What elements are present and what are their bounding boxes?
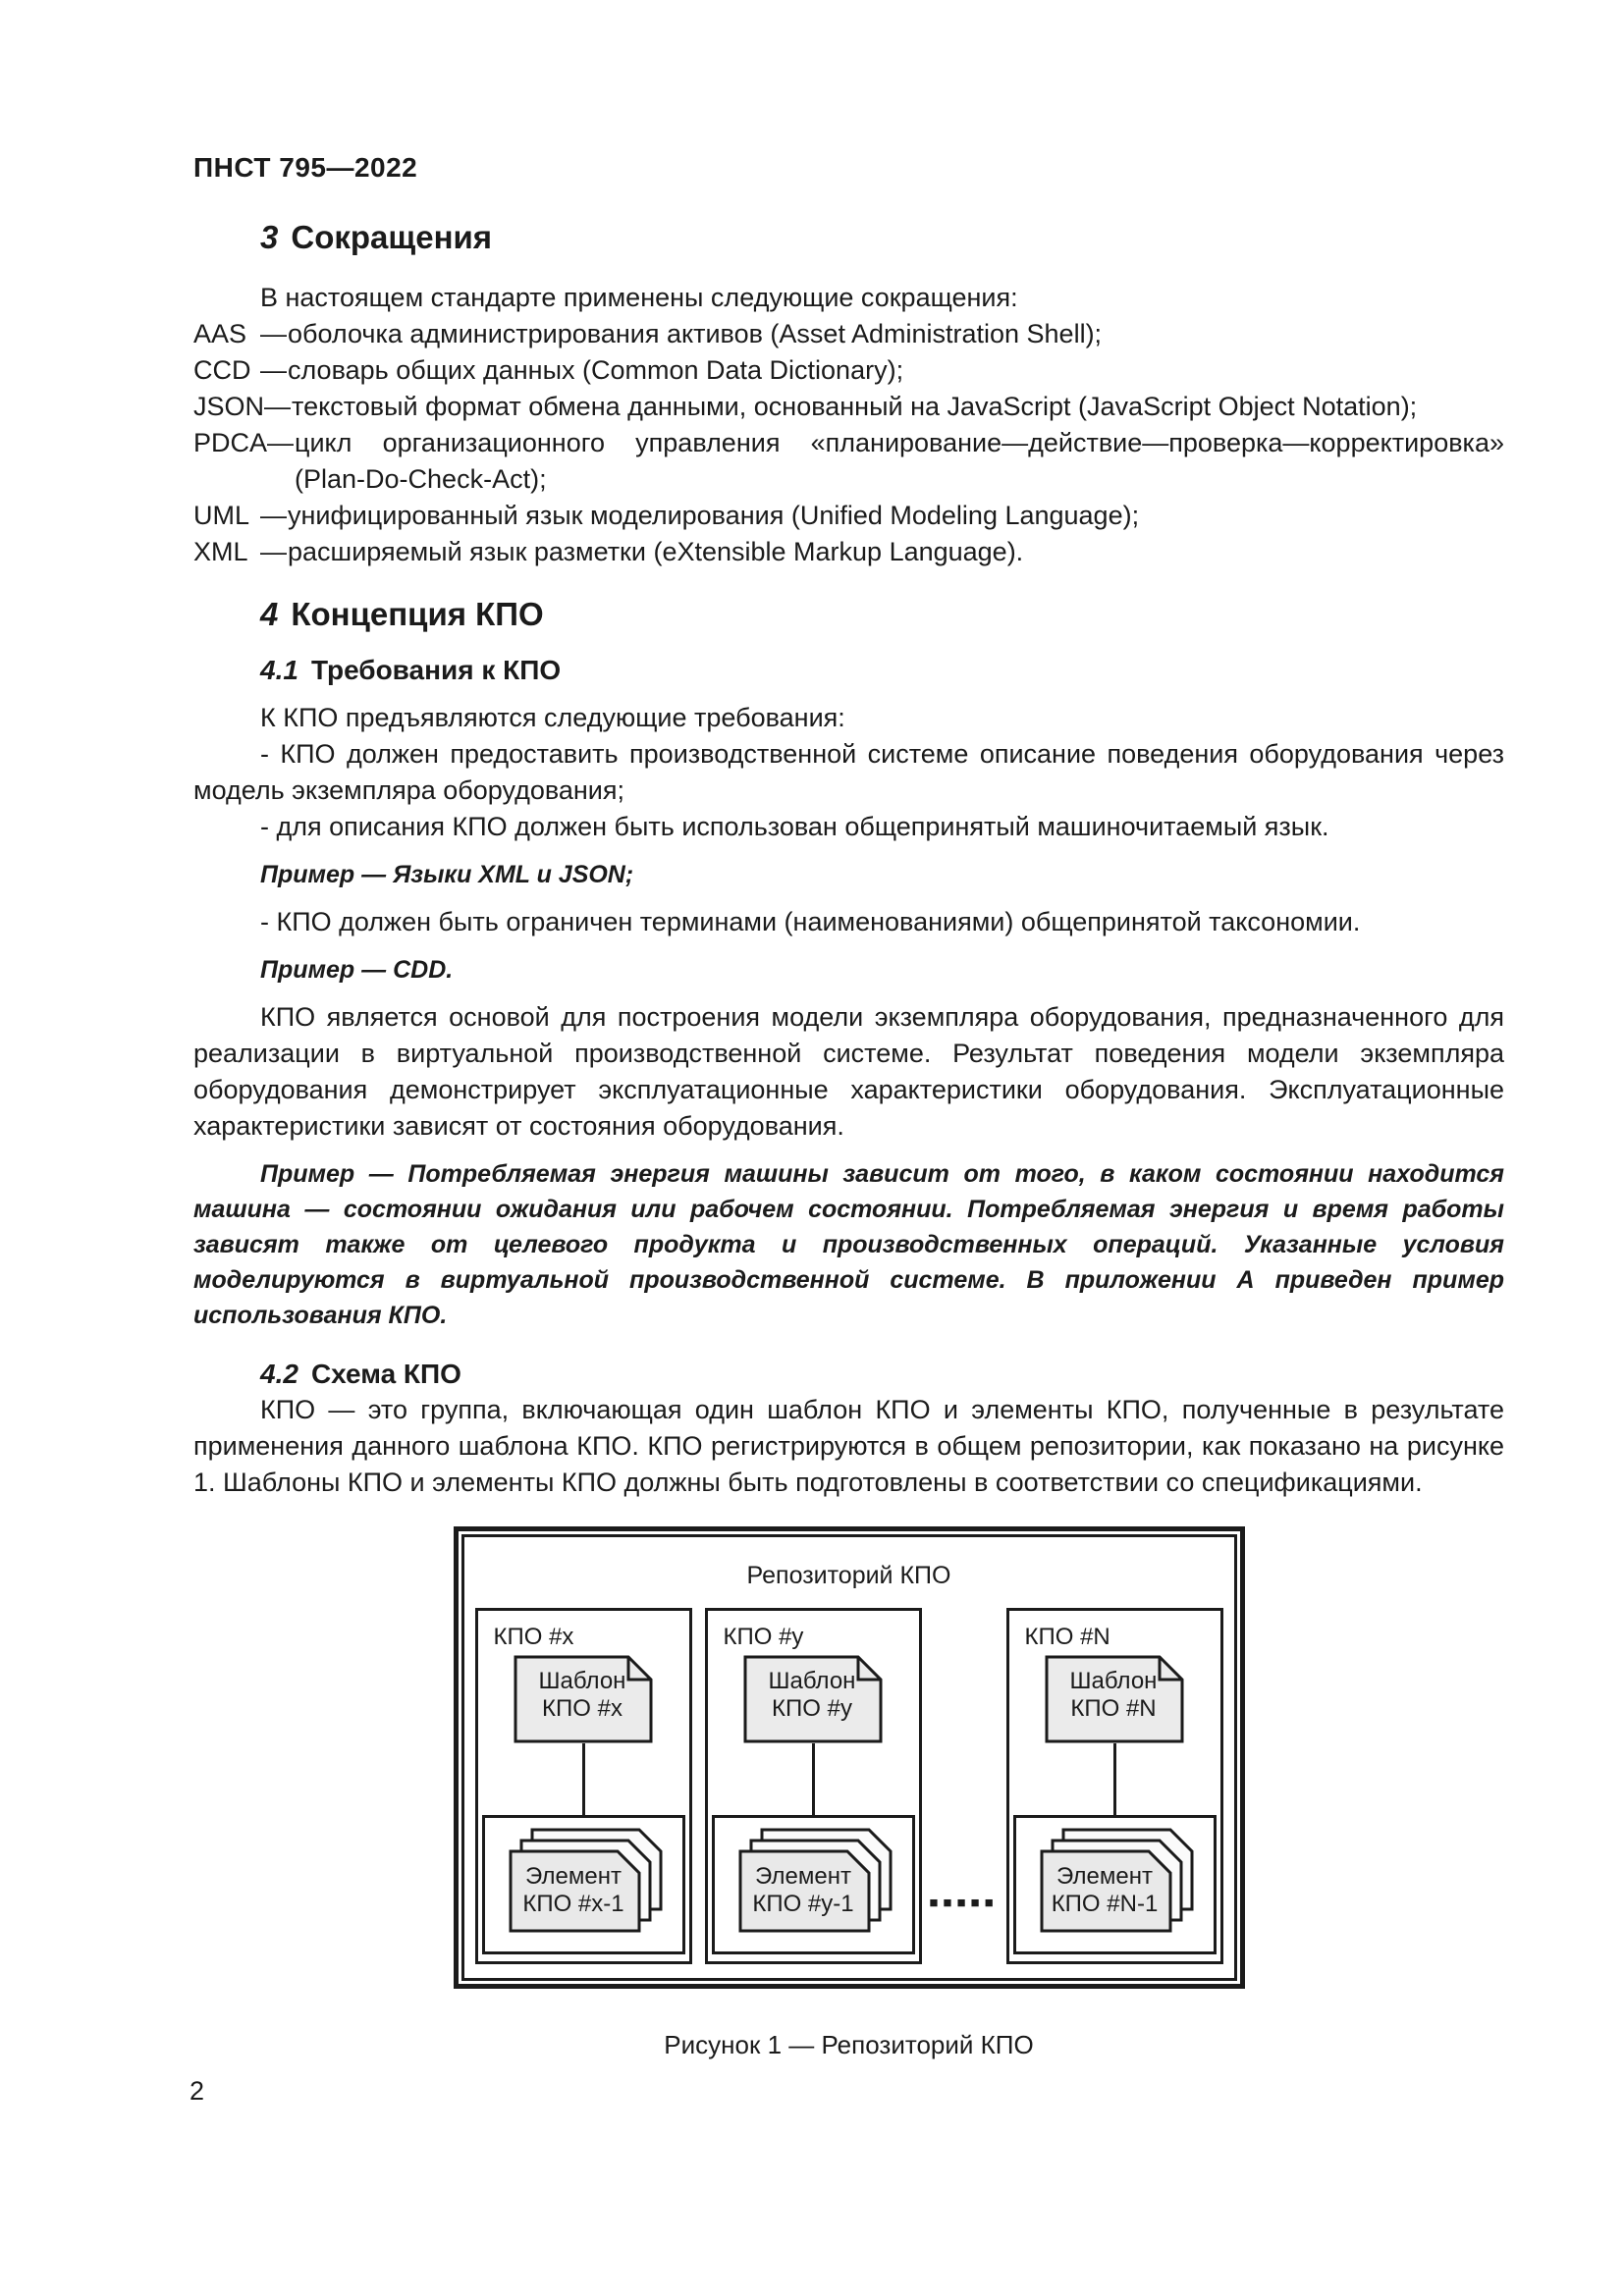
template-doc-y: Шаблон КПО #y bbox=[743, 1655, 883, 1743]
kpo-group-x: КПО #x Шаблон КПО #x bbox=[474, 1608, 692, 1964]
element-label-line2: КПО #N-1 bbox=[1051, 1891, 1159, 1917]
kpo-group-label: КПО #x bbox=[493, 1624, 574, 1650]
element-label-line1: Элемент bbox=[1056, 1863, 1153, 1890]
more-groups-area: ■■■■■ bbox=[922, 1608, 1006, 1964]
element-doc-label: Элемент КПО #y-1 bbox=[737, 1863, 870, 1918]
abbr-definition: унифицированный язык моделирования (Unif… bbox=[288, 501, 1140, 530]
template-doc-icon bbox=[514, 1655, 653, 1743]
element-doc-stack-icon bbox=[738, 1828, 892, 1933]
figure-1: Репозиторий КПО КПО #x Шаблон КПО #x bbox=[453, 1526, 1245, 1989]
template-label-line1: Шаблон bbox=[538, 1668, 626, 1694]
kpo-group-n: КПО #N Шаблон КПО #N bbox=[1005, 1608, 1223, 1964]
abbreviations-list: AAS — оболочка администрирования активов… bbox=[193, 316, 1504, 570]
abbr-row: UML — унифицированный язык моделирования… bbox=[193, 498, 1504, 534]
section-3-number: 3 bbox=[260, 219, 279, 255]
abbr-definition: текстовый формат обмена данными, основан… bbox=[292, 392, 1418, 421]
figure-groups-row: КПО #x Шаблон КПО #x bbox=[464, 1608, 1234, 1964]
element-stack-box-x: Элемент КПО #x-1 bbox=[481, 1815, 685, 1954]
abbr-definition: словарь общих данных (Common Data Dictio… bbox=[288, 355, 904, 385]
template-doc-label: Шаблон КПО #N bbox=[1045, 1668, 1182, 1723]
requirement-item-2: - для описания КПО должен быть использов… bbox=[260, 812, 1329, 841]
template-doc-icon bbox=[1045, 1655, 1184, 1743]
section-4-heading: 4 Концепция КПО bbox=[260, 594, 1504, 635]
abbr-row: XML — расширяемый язык разметки (eXtensi… bbox=[193, 534, 1504, 570]
kpo-group-label: КПО #y bbox=[723, 1624, 804, 1650]
requirement-item-3: - КПО должен быть ограничен терминами (н… bbox=[260, 907, 1361, 936]
template-label-line2: КПО #y bbox=[772, 1695, 852, 1722]
template-label-line1: Шаблон bbox=[768, 1668, 856, 1694]
element-doc-label: Элемент КПО #x-1 bbox=[508, 1863, 640, 1918]
example-2: Пример — CDD. bbox=[260, 956, 454, 984]
element-label-line1: Элемент bbox=[525, 1863, 622, 1890]
element-doc-label: Элемент КПО #N-1 bbox=[1039, 1863, 1171, 1918]
ellipsis-dots: ■■■■■ bbox=[929, 1895, 999, 1911]
subsection-4-1-heading: 4.1 Требования к КПО bbox=[260, 653, 1504, 688]
abbr-dash: — bbox=[264, 392, 292, 421]
template-doc-x: Шаблон КПО #x bbox=[514, 1655, 653, 1743]
abbr-term: AAS bbox=[193, 319, 247, 348]
abbr-definition: расширяемый язык разметки (eXtensible Ma… bbox=[288, 537, 1024, 566]
element-label-line1: Элемент bbox=[755, 1863, 851, 1890]
abbr-definition: оболочка администрирования активов (Asse… bbox=[288, 319, 1103, 348]
repository-box: Репозиторий КПО КПО #x Шаблон КПО #x bbox=[460, 1534, 1237, 1981]
abbr-row: PDCA — цикл организационного управления … bbox=[193, 425, 1504, 498]
element-doc-stack-icon bbox=[509, 1828, 662, 1933]
example-3: Пример — Потребляемая энергия машины зав… bbox=[193, 1160, 1504, 1329]
element-doc-stack-icon bbox=[1040, 1828, 1193, 1933]
template-doc-label: Шаблон КПО #x bbox=[514, 1668, 651, 1723]
section-4-title: Концепция КПО bbox=[291, 596, 544, 632]
abbr-term: PDCA bbox=[193, 428, 268, 457]
kpo-group-label: КПО #N bbox=[1024, 1624, 1110, 1650]
abbr-row: JSON — текстовый формат обмена данными, … bbox=[193, 389, 1504, 425]
abbr-term: UML bbox=[193, 501, 250, 530]
subsection-4-2-number: 4.2 bbox=[260, 1359, 298, 1389]
abbr-dash: — bbox=[260, 537, 287, 566]
kpo-basis-paragraph: КПО является основой для построения моде… bbox=[193, 1002, 1504, 1141]
element-label-line2: КПО #x-1 bbox=[522, 1891, 624, 1917]
subsection-4-1-number: 4.1 bbox=[260, 655, 298, 685]
template-doc-n: Шаблон КПО #N bbox=[1045, 1655, 1184, 1743]
section-3-title: Сокращения bbox=[291, 219, 493, 255]
section-4-number: 4 bbox=[260, 596, 279, 632]
group-gap bbox=[692, 1608, 705, 1964]
subsection-4-2-title: Схема КПО bbox=[310, 1359, 461, 1389]
kpo-scheme-paragraph: КПО — это группа, включающая один шаблон… bbox=[193, 1395, 1504, 1497]
template-doc-label: Шаблон КПО #y bbox=[743, 1668, 881, 1723]
abbr-row: CCD — словарь общих данных (Common Data … bbox=[193, 352, 1504, 389]
example-1: Пример — Языки XML и JSON; bbox=[260, 861, 634, 888]
page-number: 2 bbox=[189, 2076, 205, 2106]
requirements-intro: К КПО предъявляются следующие требования… bbox=[260, 703, 845, 732]
abbr-dash: — bbox=[260, 501, 287, 530]
abbr-row: AAS — оболочка администрирования активов… bbox=[193, 316, 1504, 352]
subsection-4-1-title: Требования к КПО bbox=[310, 655, 562, 685]
abbr-dash: — bbox=[260, 355, 287, 385]
kpo-group-y: КПО #y Шаблон КПО #y bbox=[704, 1608, 922, 1964]
connector-line bbox=[581, 1743, 585, 1815]
section-3-heading: 3 Сокращения bbox=[260, 217, 1504, 258]
element-stack-box-n: Элемент КПО #N-1 bbox=[1012, 1815, 1217, 1954]
abbr-term: JSON bbox=[193, 392, 265, 421]
connector-line bbox=[811, 1743, 815, 1815]
document-header: ПНСТ 795—2022 bbox=[193, 152, 418, 183]
abbr-dash: — bbox=[267, 428, 295, 457]
figure-caption: Рисунок 1 — Репозиторий КПО bbox=[664, 2030, 1034, 2059]
template-label-line2: КПО #x bbox=[542, 1695, 623, 1722]
connector-line bbox=[1112, 1743, 1116, 1815]
element-label-line2: КПО #y-1 bbox=[752, 1891, 854, 1917]
template-label-line2: КПО #N bbox=[1070, 1695, 1157, 1722]
abbr-term: XML bbox=[193, 537, 248, 566]
abbr-intro-paragraph: В настоящем стандарте применены следующи… bbox=[260, 283, 1018, 312]
subsection-4-2-heading: 4.2 Схема КПО bbox=[260, 1357, 1504, 1392]
abbr-term: CCD bbox=[193, 355, 251, 385]
requirement-item-1: - КПО должен предоставить производственн… bbox=[193, 739, 1504, 805]
template-label-line1: Шаблон bbox=[1069, 1668, 1158, 1694]
repository-title: Репозиторий КПО bbox=[746, 1562, 951, 1589]
template-doc-icon bbox=[743, 1655, 883, 1743]
abbr-dash: — bbox=[260, 319, 287, 348]
abbr-definition: цикл организационного управления «планир… bbox=[295, 428, 1504, 494]
element-stack-box-y: Элемент КПО #y-1 bbox=[711, 1815, 915, 1954]
